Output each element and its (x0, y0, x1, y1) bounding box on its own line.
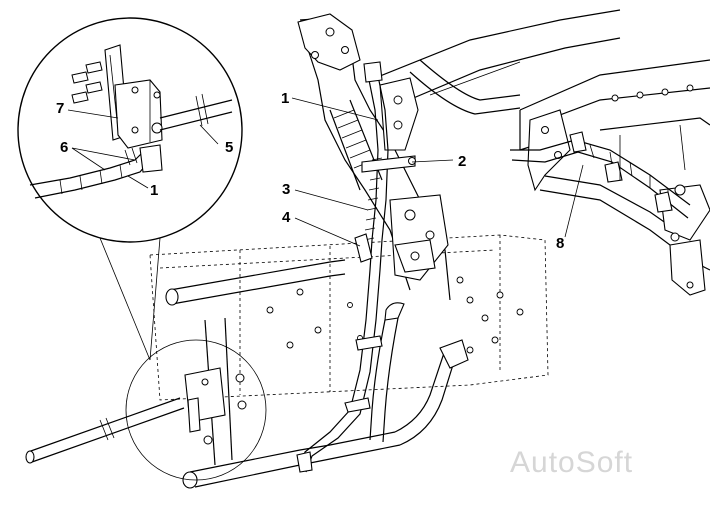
upper-structure (297, 9, 621, 301)
detail-view-circle (17, 17, 243, 361)
callout-3: 3 (282, 181, 290, 198)
callout-1-detail: 1 (150, 182, 158, 199)
clamp (361, 155, 416, 173)
leader-lines (67, 97, 584, 247)
callout-2: 2 (458, 153, 466, 170)
callout-labels: 1 2 3 4 8 7 6 5 1 (56, 90, 564, 252)
callout-4: 4 (282, 209, 291, 226)
callout-8: 8 (556, 235, 564, 252)
inset-view (510, 59, 710, 296)
wiring-harness (296, 61, 416, 473)
callout-5: 5 (225, 139, 233, 156)
switch-mount-area (25, 339, 267, 481)
watermark: AutoSoft (510, 446, 633, 479)
tie-strap (354, 233, 373, 263)
callout-7: 7 (56, 100, 64, 117)
detail-bolts (71, 61, 103, 104)
callout-1-main: 1 (281, 90, 289, 107)
callout-6: 6 (60, 139, 68, 156)
chassis-frame (149, 234, 549, 489)
